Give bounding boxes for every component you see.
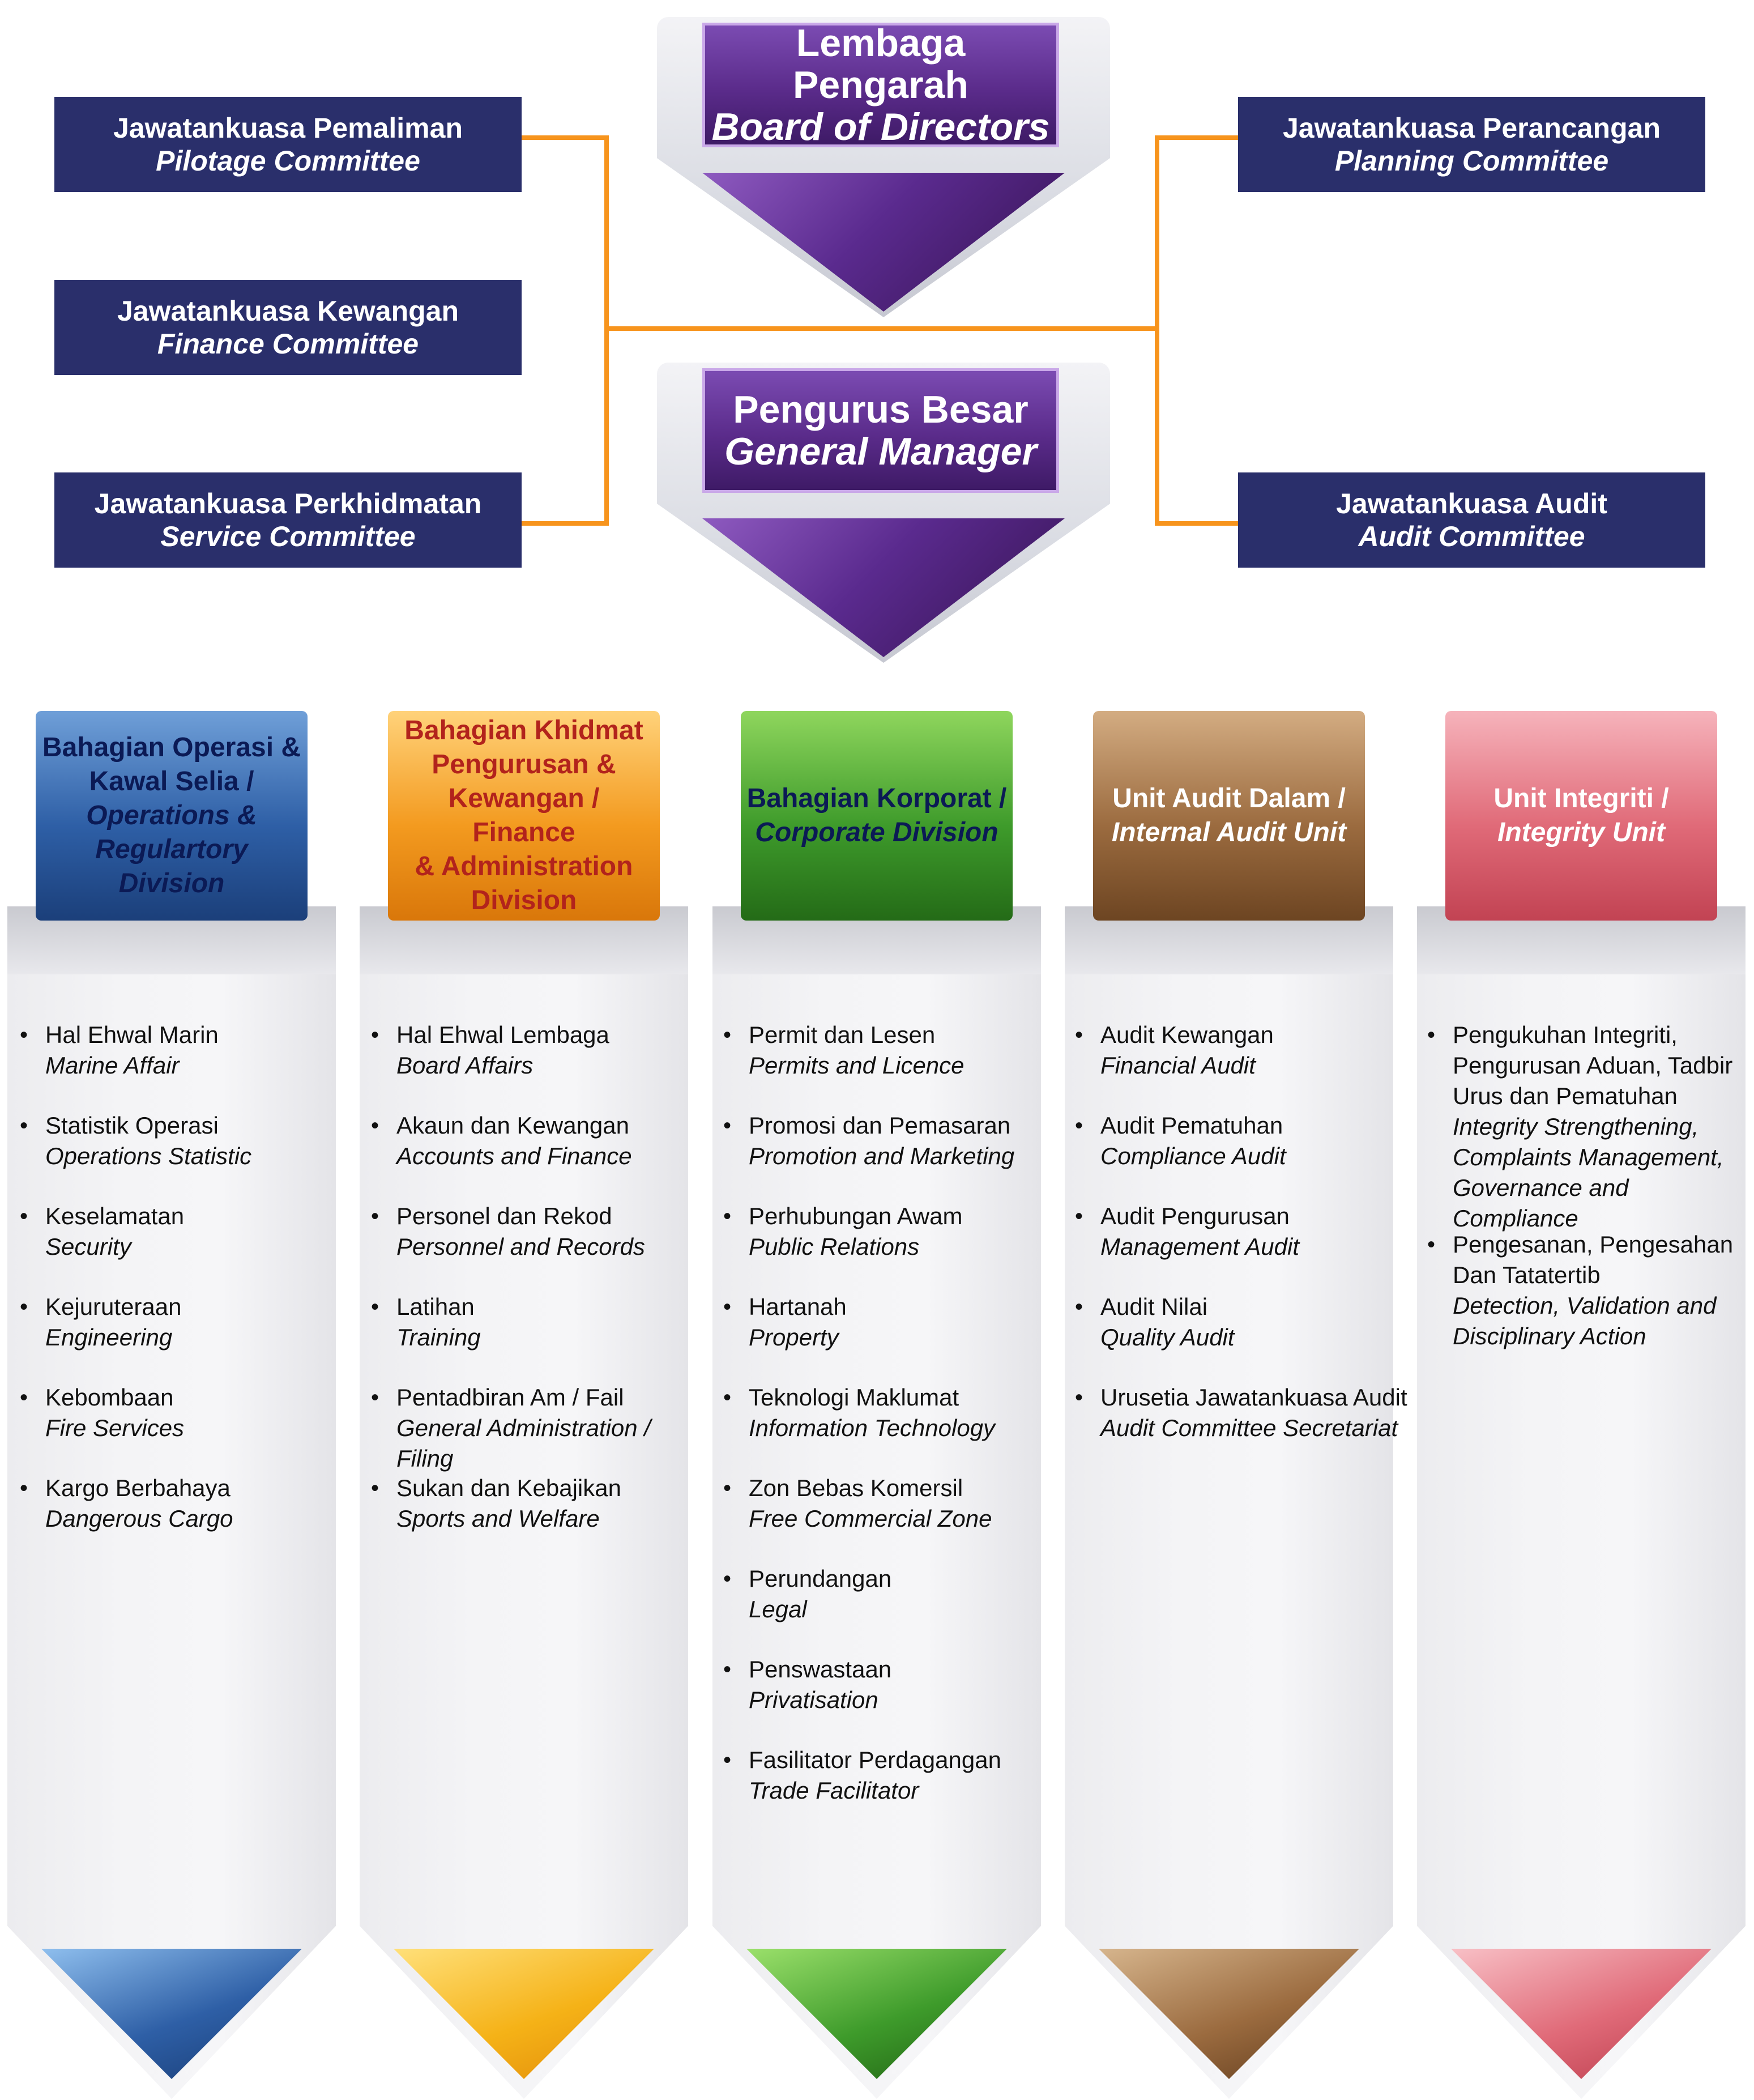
committee-pilotage-en: Pilotage Committee [156, 145, 420, 177]
committee-planning-ms: Jawatankuasa Perancangan [1283, 112, 1661, 144]
connector-planning [1155, 135, 1240, 140]
division-finance-arrow [394, 1949, 654, 2079]
division-internal-audit-arrow [1099, 1949, 1359, 2079]
committee-pilotage: Jawatankuasa Pemaliman Pilotage Committe… [54, 97, 522, 192]
connector-audit [1155, 521, 1240, 526]
committee-planning: Jawatankuasa Perancangan Planning Commit… [1238, 97, 1705, 192]
committee-service-en: Service Committee [160, 521, 416, 552]
division-integrity-heading: Unit Integriti / Integrity Unit [1445, 711, 1717, 921]
board-chevron-face [702, 173, 1065, 312]
division-corporate-title: Bahagian Korporat / Corporate Division [746, 783, 1007, 847]
division-finance-panel [360, 906, 688, 2099]
committee-finance-ms: Jawatankuasa Kewangan [117, 295, 459, 327]
division-corporate-arrow [746, 1949, 1007, 2079]
list-item: •Pengukuhan Integriti, Pengurusan Aduan,… [1427, 1021, 1733, 1232]
division-integrity-arrow [1451, 1949, 1712, 2079]
division-operations-heading: Bahagian Operasi & Kawal Selia / Operati… [36, 711, 308, 921]
general-manager: Pengurus Besar General Manager [702, 368, 1059, 493]
manager-ms: Pengurus Besar [733, 388, 1028, 431]
board-of-directors: Lembaga Pengarah Board of Directors [702, 22, 1059, 148]
division-internal-audit-title: Unit Audit Dalam / Internal Audit Unit [1111, 783, 1347, 847]
division-integrity-panel [1417, 906, 1746, 2099]
connector-horizontal-main [604, 326, 1159, 331]
committee-audit: Jawatankuasa Audit Audit Committee [1238, 472, 1705, 568]
committee-finance: Jawatankuasa Kewangan Finance Committee [54, 280, 522, 375]
committee-service-ms: Jawatankuasa Perkhidmatan [94, 488, 482, 519]
division-integrity-title: Unit Integriti / Integrity Unit [1493, 783, 1669, 847]
manager-chevron-face [702, 518, 1065, 657]
division-corporate-panel [712, 906, 1041, 2099]
committee-audit-en: Audit Committee [1358, 521, 1585, 552]
board-en: Board of Directors [711, 105, 1050, 148]
division-finance-title: Bahagian Khidmat Pengurusan & Kewangan /… [404, 715, 643, 915]
division-operations-panel [7, 906, 336, 2099]
committee-audit-ms: Jawatankuasa Audit [1336, 488, 1607, 519]
board-ms: Lembaga Pengarah [793, 22, 968, 107]
manager-en: General Manager [724, 430, 1037, 473]
division-operations-title: Bahagian Operasi & Kawal Selia / Operati… [42, 732, 301, 898]
connector-service [521, 521, 609, 526]
connector-right-vertical [1155, 135, 1159, 526]
committee-finance-en: Finance Committee [157, 328, 419, 360]
committee-service: Jawatankuasa Perkhidmatan Service Commit… [54, 472, 522, 568]
division-finance-heading: Bahagian Khidmat Pengurusan & Kewangan /… [388, 711, 660, 921]
connector-pilotage [521, 135, 609, 140]
division-corporate-heading: Bahagian Korporat / Corporate Division [741, 711, 1013, 921]
committee-pilotage-ms: Jawatankuasa Pemaliman [113, 112, 463, 144]
division-operations-arrow [41, 1949, 302, 2079]
committee-planning-en: Planning Committee [1334, 145, 1609, 177]
division-internal-audit-heading: Unit Audit Dalam / Internal Audit Unit [1093, 711, 1365, 921]
division-internal-audit-panel [1065, 906, 1393, 2099]
